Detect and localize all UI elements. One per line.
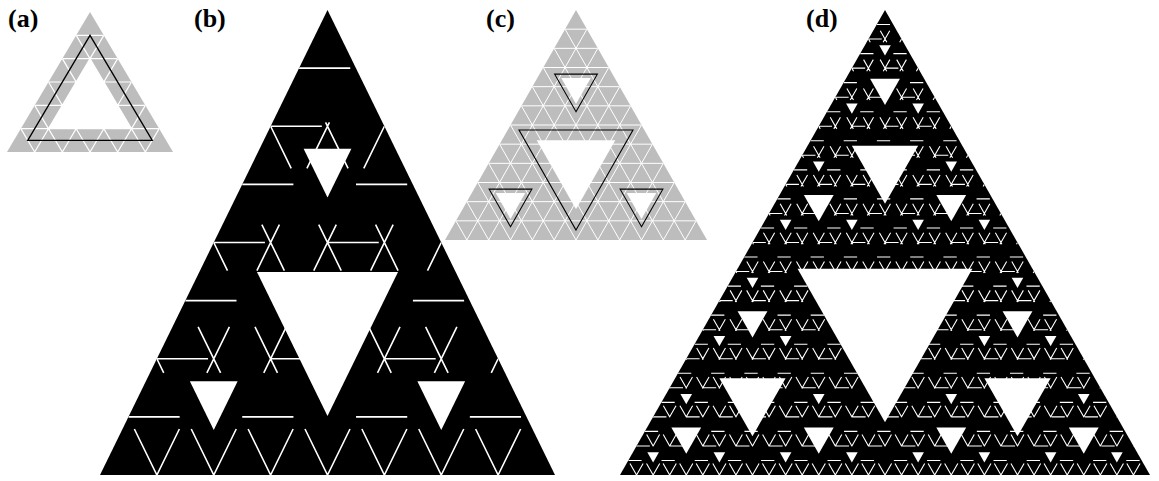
hole xyxy=(1045,336,1057,346)
panel-label: (b) xyxy=(194,4,226,34)
panel-label: (c) xyxy=(486,4,515,34)
hole xyxy=(780,452,792,462)
hole xyxy=(714,452,726,462)
hole xyxy=(984,378,1050,436)
hole xyxy=(879,45,891,55)
black-triangle xyxy=(100,10,555,475)
hole xyxy=(870,79,900,105)
hole xyxy=(714,336,726,346)
hole xyxy=(846,220,858,230)
hole xyxy=(846,103,858,113)
hole xyxy=(719,378,785,436)
hole xyxy=(1012,278,1024,288)
hole xyxy=(1078,394,1090,404)
panel-label: (a) xyxy=(8,4,38,34)
hole xyxy=(1045,452,1057,462)
hole xyxy=(647,452,659,462)
hole xyxy=(417,381,465,430)
hole xyxy=(945,394,957,404)
meander-path xyxy=(489,189,532,227)
hole xyxy=(804,428,834,454)
hole xyxy=(190,381,238,430)
hole xyxy=(257,272,398,416)
hole xyxy=(780,336,792,346)
hole xyxy=(979,220,991,230)
hole xyxy=(304,149,352,198)
hole xyxy=(496,193,525,219)
hole xyxy=(852,146,918,204)
black-triangle xyxy=(620,10,1150,475)
hole xyxy=(671,428,701,454)
hole xyxy=(912,103,924,113)
meander-path xyxy=(555,74,598,112)
hole xyxy=(798,269,973,422)
hole xyxy=(49,59,132,129)
grid-lines xyxy=(21,35,159,152)
grid-lines xyxy=(456,29,696,240)
hole xyxy=(979,452,991,462)
hole xyxy=(1003,311,1033,337)
hole xyxy=(813,394,825,404)
grid-group xyxy=(628,25,1141,475)
hole xyxy=(936,195,966,221)
black-meander-triangle xyxy=(100,10,555,475)
hole xyxy=(804,195,834,221)
loop-path xyxy=(28,35,153,140)
hole xyxy=(912,452,924,462)
hole xyxy=(813,162,825,172)
grey-grid-triangle xyxy=(445,10,707,240)
grid-lines xyxy=(628,25,1141,475)
hole xyxy=(912,220,924,230)
grey-triangle xyxy=(445,10,707,240)
hole xyxy=(747,278,759,288)
hole xyxy=(537,140,616,209)
hole xyxy=(979,336,991,346)
hole xyxy=(780,220,792,230)
hole xyxy=(561,78,590,104)
hole xyxy=(1111,452,1123,462)
grid-lines xyxy=(128,68,526,475)
hole xyxy=(846,452,858,462)
hole xyxy=(738,311,768,337)
sierpinski-meander xyxy=(620,10,1150,475)
hole xyxy=(945,162,957,172)
hole xyxy=(627,193,656,219)
hole xyxy=(1069,428,1099,454)
hole xyxy=(680,394,692,404)
grid-group xyxy=(128,68,526,475)
grid-group xyxy=(456,29,696,240)
panel-label: (d) xyxy=(806,4,838,34)
grid-group xyxy=(21,35,159,152)
meander-path xyxy=(519,130,633,230)
meander-path xyxy=(620,189,663,227)
hole xyxy=(936,428,966,454)
